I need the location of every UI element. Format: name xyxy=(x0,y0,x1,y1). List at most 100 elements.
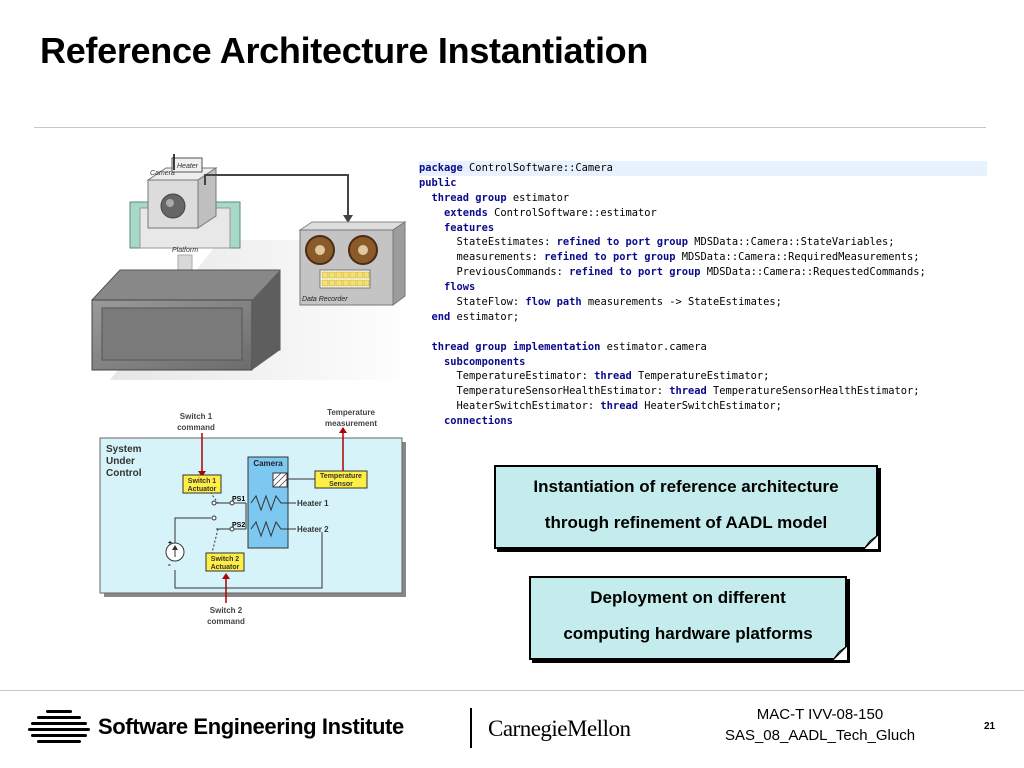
switch1-actuator-label-2: Actuator xyxy=(188,486,217,493)
ps2-label: PS2 xyxy=(232,522,245,529)
footer-separator xyxy=(470,708,472,748)
code-text xyxy=(419,415,444,427)
platform-label: Platform xyxy=(172,247,198,254)
hardware-illustration: Platform Camera Heater Data Recorder xyxy=(91,154,420,380)
code-text xyxy=(419,311,432,323)
code-keyword: flow path xyxy=(525,296,582,309)
code-line: thread group estimator xyxy=(419,191,987,206)
code-text: MDSData::Camera::RequiredMeasurements; xyxy=(675,251,920,264)
code-text: TemperatureSensorHealthEstimator: xyxy=(419,385,670,398)
code-line: package ControlSoftware::Camera xyxy=(419,161,987,176)
system-under-control-label: System xyxy=(106,444,142,455)
code-keyword: thread xyxy=(594,370,632,383)
system-under-control-label-3: Control xyxy=(106,468,142,479)
code-text: measurements -> StateEstimates; xyxy=(581,296,782,309)
code-keyword: thread group xyxy=(431,191,507,204)
code-text: measurements: xyxy=(419,251,545,264)
switch2-actuator-label: Switch 2 xyxy=(211,556,240,563)
code-line: TemperatureSensorHealthEstimator: thread… xyxy=(419,384,987,399)
minus-sign: - xyxy=(168,560,171,569)
code-text xyxy=(419,281,444,293)
switch1-actuator xyxy=(182,474,222,494)
document-reference: MAC-T IVV-08-150 SAS_08_AADL_Tech_Gluch xyxy=(700,704,940,746)
code-line: StateEstimates: refined to port group MD… xyxy=(419,235,987,250)
code-text: StateEstimates: xyxy=(419,236,557,249)
code-text xyxy=(419,356,444,368)
switch1-actuator-label: Switch 1 xyxy=(188,478,217,485)
code-line: end estimator; xyxy=(419,310,987,325)
code-text: estimator; xyxy=(450,310,520,323)
code-text: HeaterSwitchEstimator: xyxy=(419,400,601,413)
heater-label: Heater xyxy=(177,163,199,170)
plus-sign: + xyxy=(168,540,172,547)
code-keyword: thread xyxy=(669,385,707,398)
code-line: public xyxy=(419,176,987,191)
page-fold-icon xyxy=(864,535,878,549)
temperature-measurement-label: Temperature xyxy=(327,408,375,417)
code-line: flows xyxy=(419,280,987,295)
temperature-sensor-label: Temperature xyxy=(320,473,362,480)
code-keyword: refined to xyxy=(569,266,632,279)
code-line: thread group implementation estimator.ca… xyxy=(419,340,987,355)
code-text xyxy=(419,192,432,204)
footer-divider xyxy=(0,690,1024,691)
code-keyword: refined to xyxy=(544,251,607,264)
code-line: subcomponents xyxy=(419,355,987,370)
code-text: StateFlow: xyxy=(419,296,526,309)
code-text: MDSData::Camera::StateVariables; xyxy=(688,236,895,249)
heater1-label: Heater 1 xyxy=(297,499,329,508)
code-keyword: port group xyxy=(612,251,676,264)
temperature-measurement-label-2: measurement xyxy=(325,419,377,428)
heater-unit: Heater xyxy=(171,154,203,173)
code-line: StateFlow: flow path measurements -> Sta… xyxy=(419,295,987,310)
sei-logo-icon xyxy=(28,710,90,743)
switch2-actuator-label-2: Actuator xyxy=(211,564,240,571)
code-line: measurements: refined to port group MDSD… xyxy=(419,250,987,265)
slide-title: Reference Architecture Instantiation xyxy=(40,30,649,71)
heater2-label: Heater 2 xyxy=(297,525,329,534)
switch2-command-label-2: command xyxy=(207,617,245,626)
system-under-control-label-2: Under xyxy=(106,456,135,467)
page-number: 21 xyxy=(984,721,996,732)
code-line: connections xyxy=(419,414,987,429)
code-keyword: features xyxy=(444,221,495,234)
document-name: SAS_08_AADL_Tech_Gluch xyxy=(724,727,916,744)
page-fold-icon xyxy=(833,646,847,660)
instantiation-line-2: through refinement of AADL model xyxy=(544,513,828,532)
deployment-callout: Deployment on different computing hardwa… xyxy=(529,576,847,660)
switch2-actuator xyxy=(205,552,245,572)
data-recorder-label: Data Recorder xyxy=(302,296,348,303)
code-text xyxy=(419,341,432,353)
code-line: features xyxy=(419,221,987,236)
code-text: estimator xyxy=(506,191,570,204)
switch1-command-label-2: command xyxy=(177,423,215,432)
code-keyword: extends xyxy=(444,206,488,219)
code-keyword: connections xyxy=(444,415,513,428)
document-id: MAC-T IVV-08-150 xyxy=(756,706,884,723)
camera-label: Camera xyxy=(150,170,175,177)
code-text xyxy=(419,207,444,219)
code-keyword: thread group implementation xyxy=(431,340,601,353)
code-line: PreviousCommands: refined to port group … xyxy=(419,265,987,280)
code-text: PreviousCommands: xyxy=(419,266,570,279)
code-line: HeaterSwitchEstimator: thread HeaterSwit… xyxy=(419,399,987,414)
title-divider xyxy=(34,127,986,128)
code-text: ControlSoftware::estimator xyxy=(487,206,657,219)
code-keyword: thread xyxy=(600,400,638,413)
code-keyword: port group xyxy=(637,266,701,279)
sei-wordmark: Software Engineering Institute xyxy=(98,714,404,739)
code-text xyxy=(419,222,444,234)
code-text: HeaterSwitchEstimator; xyxy=(637,400,782,413)
code-text: estimator.camera xyxy=(600,340,707,353)
camera-block-label: Camera xyxy=(253,459,283,468)
code-keyword: refined to xyxy=(556,236,620,249)
code-text: TemperatureEstimator; xyxy=(631,370,770,383)
code-keyword: end xyxy=(431,310,451,323)
code-text: TemperatureSensorHealthEstimator; xyxy=(706,385,920,398)
temperature-sensor-label-2: Sensor xyxy=(329,481,353,488)
code-line: TemperatureEstimator: thread Temperature… xyxy=(419,369,987,384)
code-keyword: port group xyxy=(625,236,689,249)
instantiation-callout: Instantiation of reference architecture … xyxy=(494,465,878,549)
code-keyword: flows xyxy=(444,281,476,294)
